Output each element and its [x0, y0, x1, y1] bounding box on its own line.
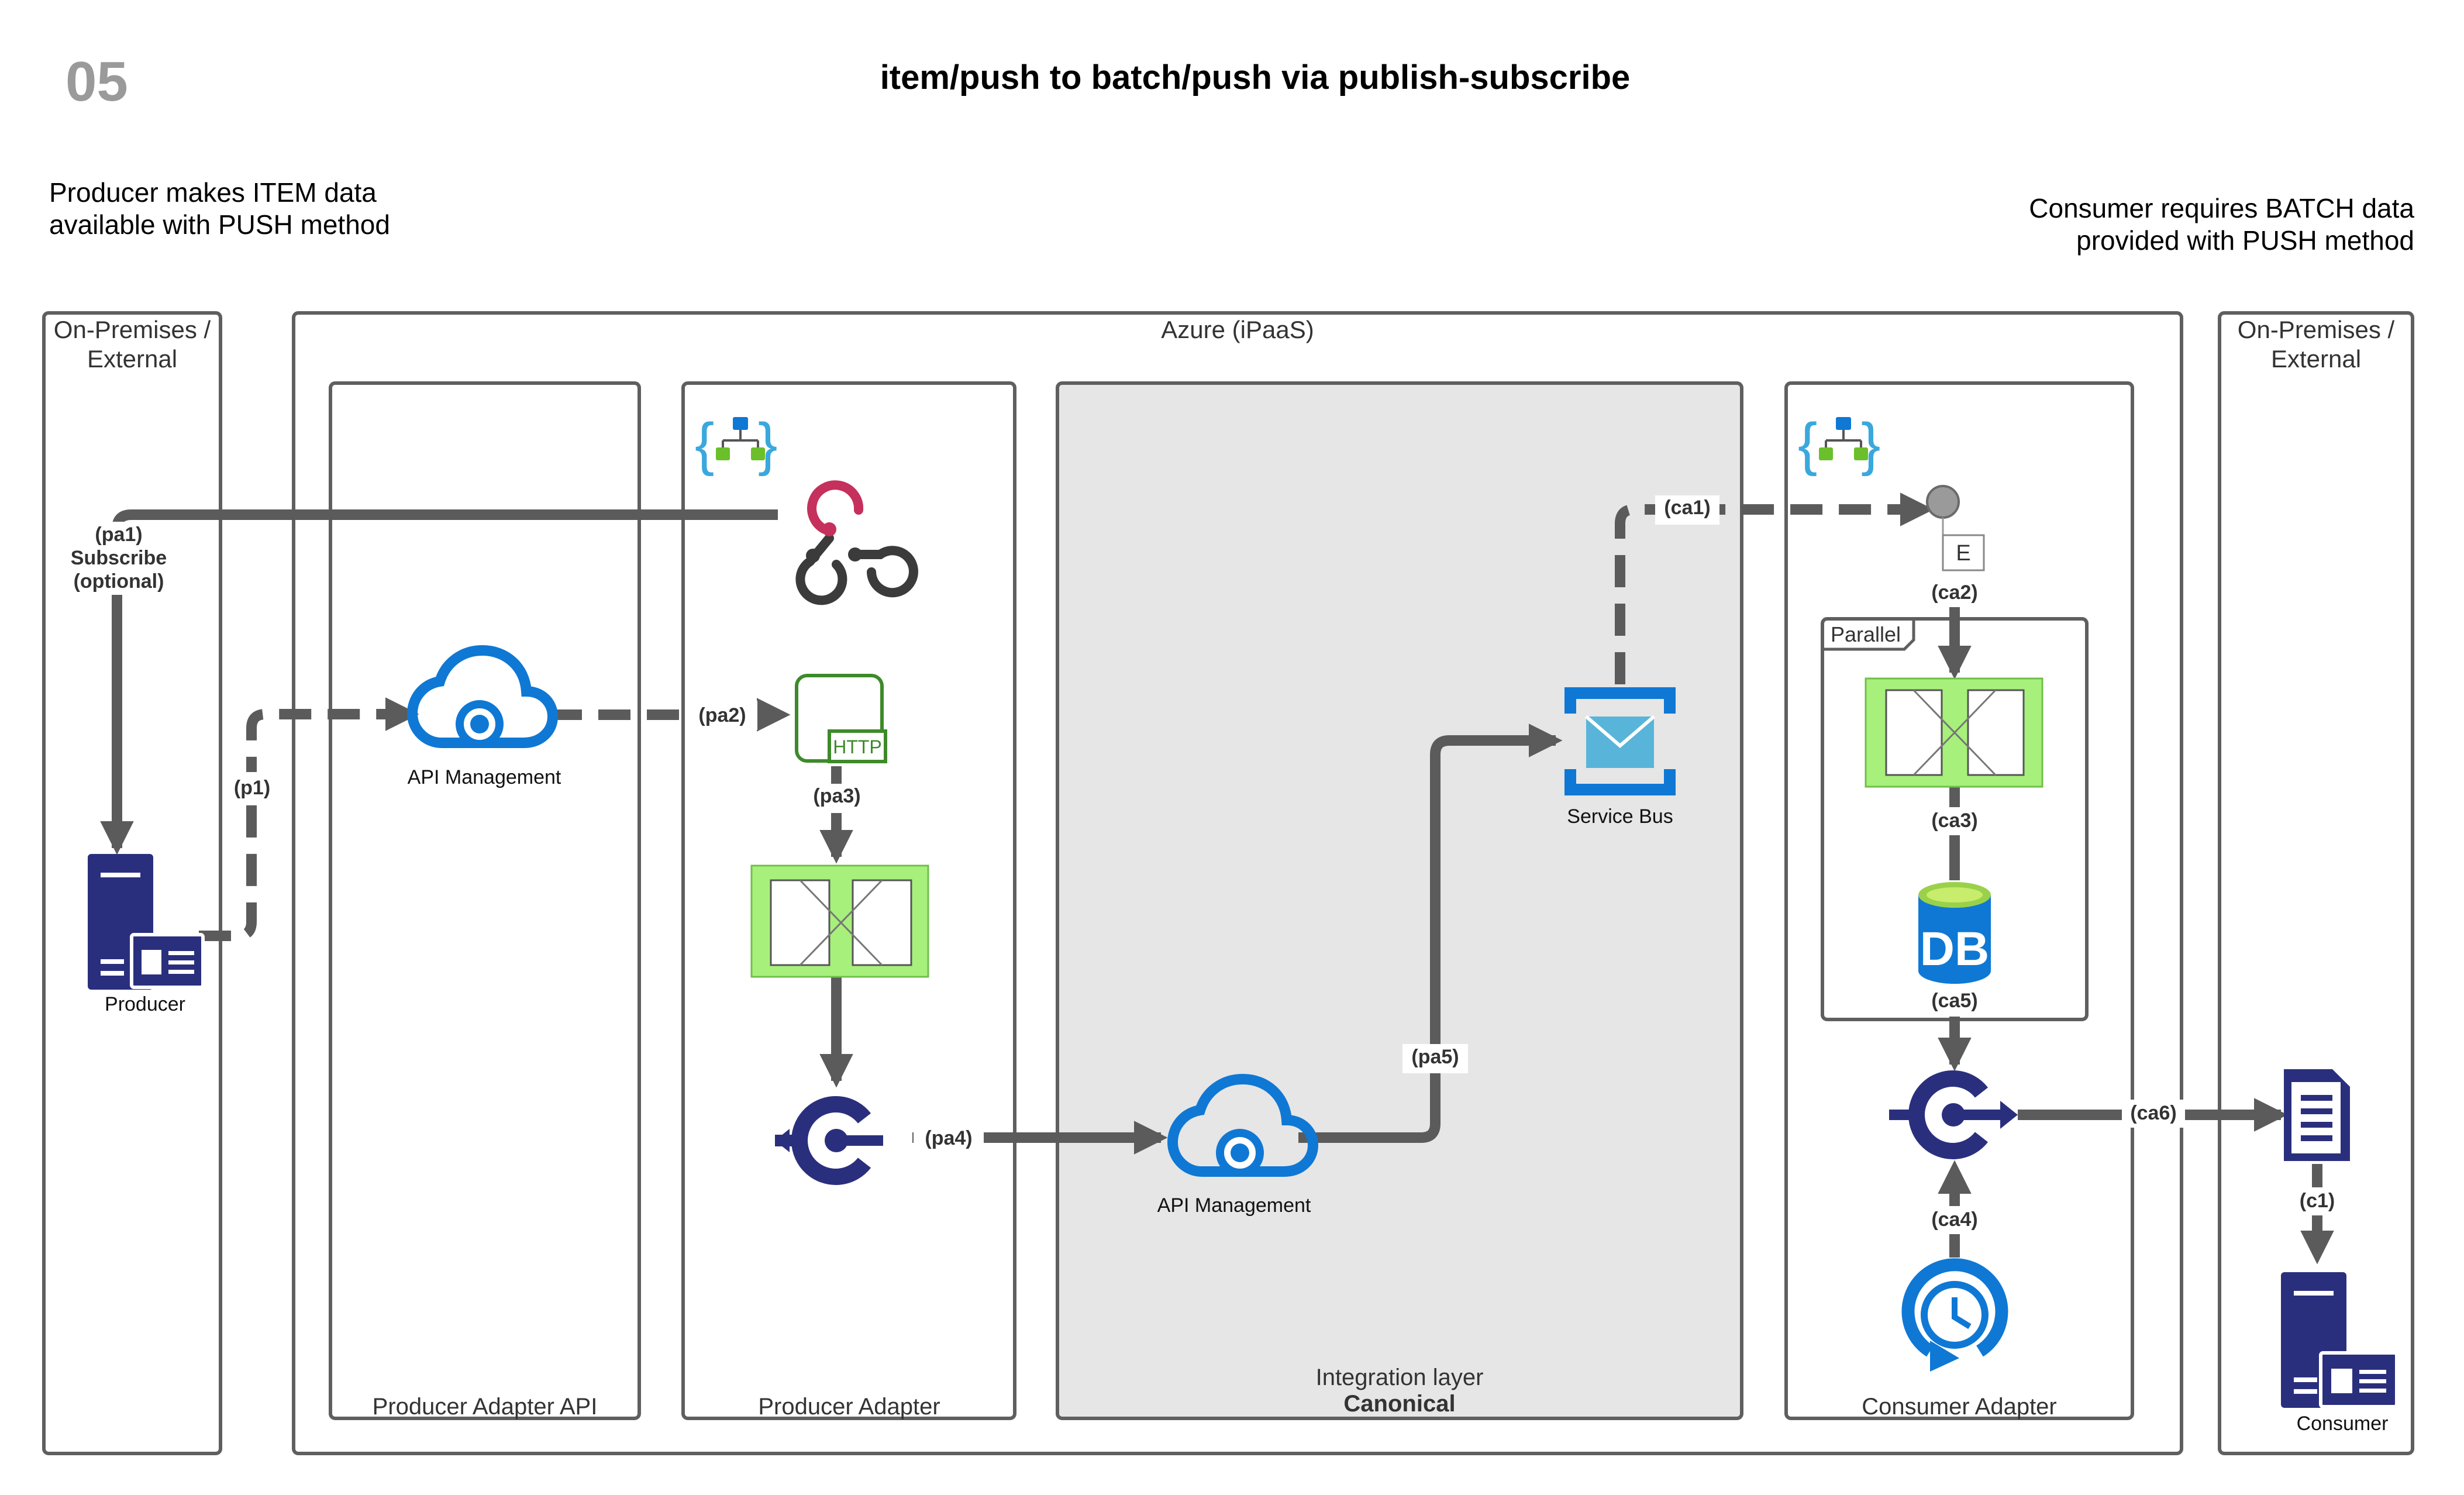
integration-layer-sublabel: Canonical [1343, 1391, 1455, 1417]
api-management-icon[interactable] [406, 645, 559, 748]
http-trigger-icon[interactable] [795, 674, 887, 763]
label-ca2: (ca2) [1931, 581, 1977, 604]
service-bus-label: Service Bus [1567, 805, 1673, 828]
label-pa5: (pa5) [1411, 1046, 1459, 1068]
producer-adapter-api-container [329, 381, 641, 1420]
diagram-number: 05 [66, 50, 128, 113]
event-label: E [1956, 541, 1970, 566]
onprem-right-label-2: External [2271, 345, 2361, 373]
flow-labels: (pa1) Subscribe (optional) (p1) (pa2) (p… [64, 495, 2346, 1234]
diagram-title: item/push to batch/push via publish-subs… [880, 58, 1631, 97]
label-pa4: (pa4) [925, 1127, 972, 1149]
label-c1: (c1) [2300, 1190, 2335, 1212]
webhook-icon[interactable] [778, 480, 918, 605]
connector-icon[interactable] [1889, 1070, 2018, 1159]
document-icon[interactable] [2284, 1069, 2350, 1161]
logic-app-icon: { } [1798, 411, 1880, 477]
parallel-label: Parallel [1831, 622, 1901, 646]
api-management-1-label: API Management [408, 766, 561, 788]
label-pa1: (pa1) [95, 523, 142, 546]
onprem-right-label-1: On-Premises / [2238, 316, 2395, 343]
event-icon[interactable] [1926, 485, 1985, 571]
http-label: HTTP [833, 736, 882, 757]
integration-layer-container [1056, 381, 1743, 1420]
consumer-adapter-label: Consumer Adapter [1862, 1394, 2057, 1420]
connector-icon[interactable] [775, 1096, 883, 1185]
svg-text:}: } [1861, 411, 1880, 477]
consumer-note-line2: provided with PUSH method [2076, 225, 2414, 256]
label-pa1-subscribe: Subscribe [71, 547, 167, 569]
api-management-icon[interactable] [1167, 1073, 1319, 1177]
consumer-server-icon[interactable] [2281, 1272, 2398, 1408]
consumer-note-line1: Consumer requires BATCH data [2029, 193, 2414, 223]
svg-text:}: } [758, 411, 777, 477]
label-pa1-optional: (optional) [74, 570, 164, 593]
label-pa3: (pa3) [813, 785, 860, 807]
connector-pa1 [100, 509, 778, 855]
svg-text:{: { [1798, 411, 1817, 477]
integration-layer-label: Integration layer [1316, 1365, 1484, 1390]
onprem-left-label-2: External [87, 345, 177, 373]
producer-note-line1: Producer makes ITEM data [49, 177, 377, 208]
label-ca5: (ca5) [1931, 990, 1977, 1012]
label-ca3: (ca3) [1931, 809, 1977, 832]
consumer-label: Consumer [2297, 1413, 2389, 1435]
service-bus-icon[interactable] [1564, 687, 1676, 795]
recurrence-icon[interactable] [1901, 1258, 2008, 1372]
consumer-adapter-container [1784, 381, 2134, 1420]
connector-ca1 [1615, 492, 1934, 684]
logic-app-icon: { } [695, 411, 777, 477]
label-ca6: (ca6) [2130, 1102, 2176, 1124]
label-pa2: (pa2) [698, 704, 746, 726]
connector-pa5 [1298, 724, 1563, 1143]
connector-p1 [199, 697, 419, 941]
svg-text:{: { [695, 411, 714, 477]
database-icon[interactable] [1918, 882, 1991, 984]
foreach-scope-icon[interactable] [1865, 677, 2043, 788]
azure-container [292, 311, 2183, 1455]
api-management-2-label: API Management [1157, 1194, 1311, 1217]
producer-note-line2: available with PUSH method [49, 209, 390, 240]
foreach-scope-icon[interactable] [750, 864, 929, 978]
label-ca4: (ca4) [1931, 1208, 1977, 1231]
parallel-tab [1822, 619, 1915, 651]
onprem-left-container [42, 311, 222, 1455]
onprem-right-container [2218, 311, 2414, 1455]
azure-label: Azure (iPaaS) [1161, 316, 1314, 343]
producer-adapter-api-label: Producer Adapter API [373, 1394, 598, 1420]
label-p1: (p1) [234, 777, 270, 799]
label-ca1: (ca1) [1664, 497, 1710, 519]
producer-server-icon[interactable] [88, 854, 205, 990]
database-label: DB [1920, 922, 1989, 976]
producer-label: Producer [105, 993, 185, 1015]
producer-adapter-container [681, 381, 1016, 1420]
onprem-left-label-1: On-Premises / [54, 316, 211, 343]
producer-adapter-label: Producer Adapter [758, 1394, 940, 1420]
